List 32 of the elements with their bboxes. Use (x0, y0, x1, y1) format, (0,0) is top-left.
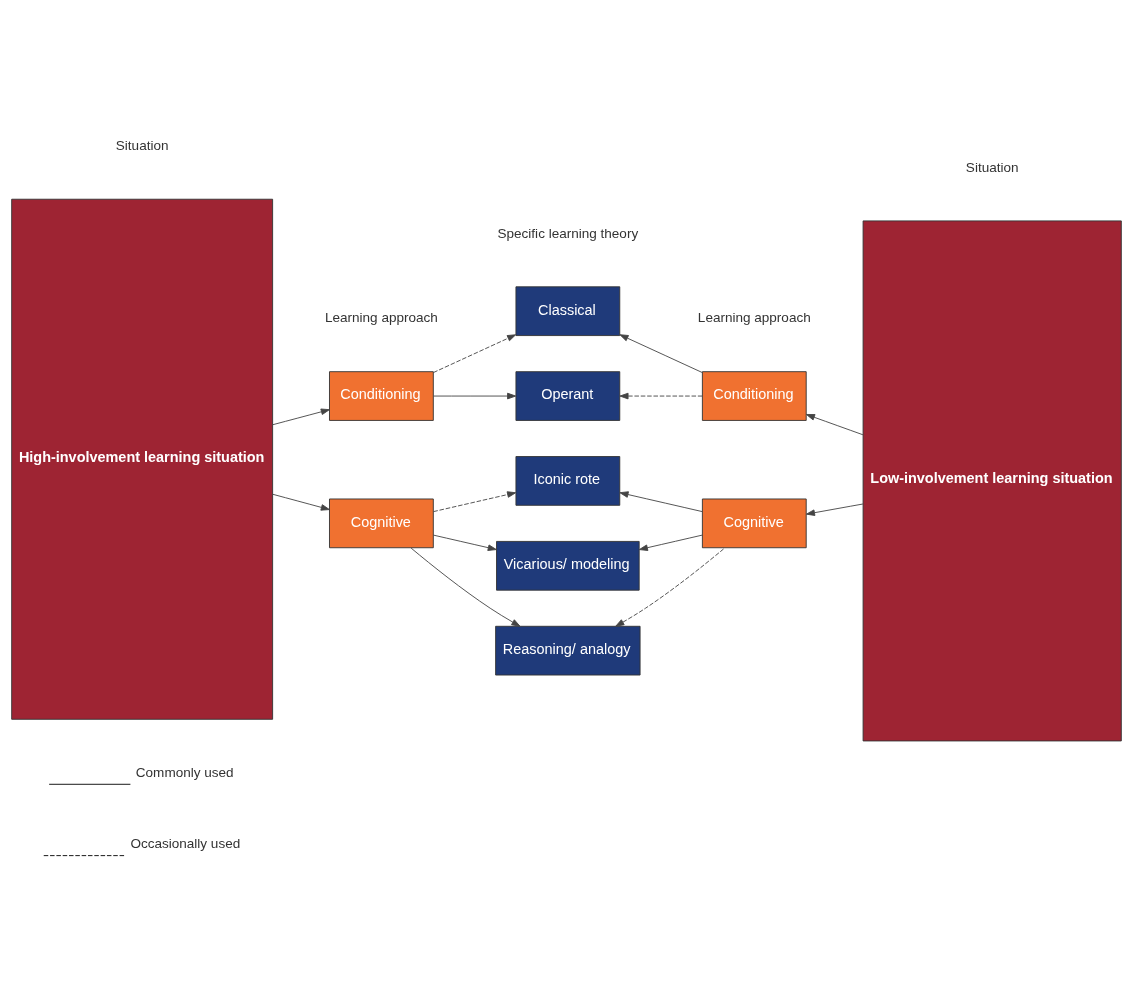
arrow (272, 493, 330, 511)
arrow (619, 392, 703, 400)
legend-label: Occasionally used (130, 836, 241, 852)
arrow (433, 491, 517, 513)
arrow (615, 547, 726, 627)
label: Learning approach (324, 310, 438, 326)
label: Specific learning theory (497, 225, 639, 241)
label: Learning approach (697, 310, 811, 326)
node-box: Conditioning (329, 371, 434, 421)
node-box: High-involvement learning situation (11, 198, 274, 720)
arrow (619, 334, 703, 373)
label: Situation (115, 138, 169, 154)
node-box: Reasoning/ analogy (495, 625, 641, 676)
arrow (805, 503, 864, 516)
node-box: Operant (515, 371, 621, 421)
arrow (638, 534, 703, 551)
arrow (272, 408, 330, 426)
node-box: Vicarious/ modeling (496, 540, 640, 591)
legend-label: Commonly used (135, 765, 234, 781)
node-box: Conditioning (701, 371, 807, 421)
arrow (433, 534, 497, 551)
arrow (433, 392, 517, 400)
node-box: Classical (515, 286, 621, 336)
arrow (805, 414, 864, 436)
arrow (619, 491, 703, 512)
arrow (433, 334, 517, 373)
node-box: Low-involvement learning situation (862, 220, 1122, 742)
label: Situation (965, 159, 1019, 175)
node-box: Cognitive (701, 498, 807, 549)
node-box: Cognitive (329, 498, 434, 549)
arrow (410, 547, 521, 627)
node-box: Iconic rote (515, 456, 621, 506)
